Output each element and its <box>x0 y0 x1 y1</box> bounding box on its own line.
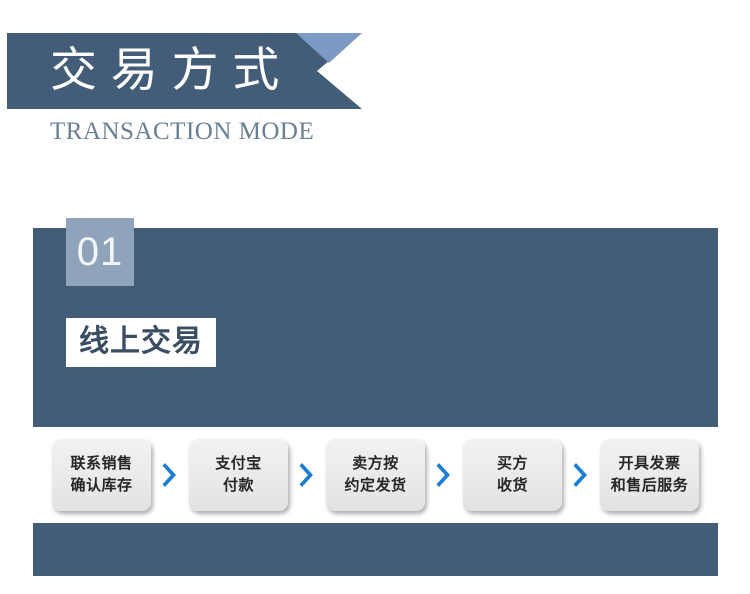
flow-step-line1: 开具发票 <box>618 455 681 473</box>
flow-arrow-chevron-icon <box>562 462 600 488</box>
section-number-label: 01 <box>76 230 124 274</box>
flow-step-4[interactable]: 买方收货 <box>463 439 562 511</box>
flow-arrow-chevron-icon <box>151 462 189 488</box>
flow-step-5[interactable]: 开具发票和售后服务 <box>600 439 699 511</box>
header-ribbon-banner <box>7 33 362 109</box>
flow-step-1[interactable]: 联系销售确认库存 <box>52 439 151 511</box>
flow-step-line2: 付款 <box>222 477 254 494</box>
flow-step-line2: 收货 <box>496 477 528 494</box>
flow-arrow-chevron-icon <box>288 462 326 488</box>
flow-step-line1: 买方 <box>496 455 528 473</box>
flow-step-line1: 卖方按 <box>352 455 399 473</box>
process-flow-row: 联系销售确认库存支付宝付款卖方按约定发货买方收货开具发票和售后服务 <box>33 427 718 523</box>
flow-step-2[interactable]: 支付宝付款 <box>189 439 288 511</box>
page-title: 交 易 方 式 <box>50 45 281 97</box>
flow-step-line1: 联系销售 <box>70 455 133 473</box>
flow-arrow-chevron-icon <box>425 462 463 488</box>
process-flow-strip: 联系销售确认库存支付宝付款卖方按约定发货买方收货开具发票和售后服务 <box>33 427 718 523</box>
flow-step-line2: 确认库存 <box>70 477 133 494</box>
flow-step-line2: 和售后服务 <box>610 477 689 494</box>
flow-step-line1: 支付宝 <box>215 455 262 473</box>
flow-step-3[interactable]: 卖方按约定发货 <box>326 439 425 511</box>
page-subtitle: TRANSACTION MODE <box>50 118 315 145</box>
ribbon-shape-icon <box>7 33 362 109</box>
section-title-box: 线上交易 <box>66 318 216 367</box>
section-panel <box>33 228 718 576</box>
flow-step-line2: 约定发货 <box>344 477 407 494</box>
section-title-label: 线上交易 <box>79 325 203 358</box>
section-number-badge: 01 <box>66 218 134 286</box>
